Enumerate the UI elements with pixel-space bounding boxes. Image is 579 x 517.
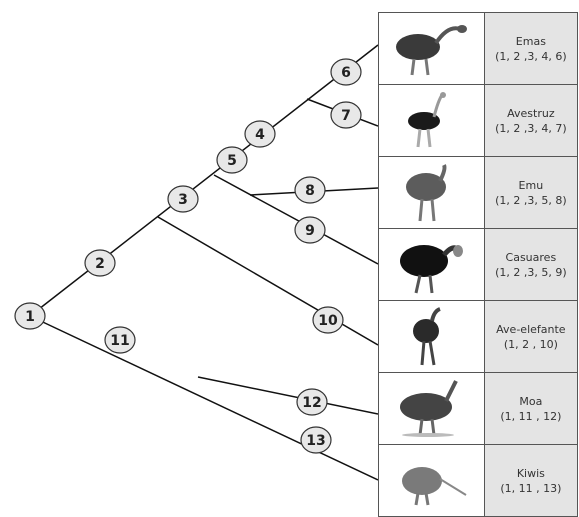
kiwi-icon: [378, 444, 485, 517]
node-circle: [330, 58, 362, 86]
tree-node-4: 4: [244, 120, 276, 148]
tree-node-8: 8: [294, 176, 326, 204]
taxon-label: Ave-elefante(1, 2 , 10): [483, 300, 579, 373]
taxon-characters: (1, 11 , 12): [500, 409, 562, 423]
taxon-row: Avestruz(1, 2 ,3, 4, 7): [378, 84, 579, 157]
taxon-label: Kiwis(1, 11 , 13): [483, 444, 579, 517]
node-label: 8: [305, 183, 315, 199]
moa-icon: [378, 372, 485, 445]
node-circle: [296, 388, 328, 416]
node-label: 7: [341, 108, 351, 124]
node-circle: [244, 120, 276, 148]
node-circle: [294, 176, 326, 204]
tree-node-9: 9: [294, 216, 326, 244]
node-label: 5: [227, 153, 237, 169]
tree-node-3: 3: [167, 185, 199, 213]
node-circle: [104, 326, 136, 354]
node-circle: [84, 249, 116, 277]
ostrich-icon: [378, 84, 485, 157]
node-label: 13: [306, 433, 325, 449]
taxon-label: Avestruz(1, 2 ,3, 4, 7): [483, 84, 579, 157]
tree-node-13: 13: [300, 426, 332, 454]
taxon-row: Moa(1, 11 , 12): [378, 372, 579, 445]
taxon-name: Kiwis: [516, 466, 545, 480]
tree-node-10: 10: [312, 306, 344, 334]
node-circle: [312, 306, 344, 334]
taxon-row: Casuares(1, 2 ,3, 5, 9): [378, 228, 579, 301]
node-circle: [300, 426, 332, 454]
node-label: 10: [318, 313, 338, 329]
node-circle: [14, 302, 46, 330]
taxon-row: Kiwis(1, 11 , 13): [378, 444, 579, 517]
node-circle: [167, 185, 199, 213]
node-circle: [294, 216, 326, 244]
node-label: 3: [178, 192, 188, 208]
taxon-characters: (1, 2 ,3, 4, 7): [495, 121, 567, 135]
node-label: 4: [255, 127, 265, 143]
taxon-name: Avestruz: [507, 106, 555, 120]
taxon-label: Emu(1, 2 ,3, 5, 8): [483, 156, 579, 229]
tree-node-7: 7: [330, 101, 362, 129]
taxon-label: Emas(1, 2 ,3, 4, 6): [483, 12, 579, 85]
node-label: 1: [25, 309, 35, 325]
tree-node-2: 2: [84, 249, 116, 277]
elephant-bird-icon: [378, 300, 485, 373]
tree-node-5: 5: [216, 146, 248, 174]
taxon-characters: (1, 2 ,3, 4, 6): [495, 49, 567, 63]
node-label: 2: [95, 256, 105, 272]
taxon-name: Casuares: [505, 250, 557, 264]
rhea-icon: [378, 12, 485, 85]
taxon-row: Ave-elefante(1, 2 , 10): [378, 300, 579, 373]
taxon-characters: (1, 2 , 10): [503, 337, 558, 351]
taxon-row: Emu(1, 2 ,3, 5, 8): [378, 156, 579, 229]
tree-node-12: 12: [296, 388, 328, 416]
tree-node-11: 11: [104, 326, 136, 354]
branch-lines: [29, 44, 378, 481]
tree-node-1: 1: [14, 302, 46, 330]
tree-node-6: 6: [330, 58, 362, 86]
node-label: 12: [302, 395, 321, 411]
taxon-characters: (1, 2 ,3, 5, 9): [495, 265, 567, 279]
node-circle: [330, 101, 362, 129]
node-label: 11: [110, 333, 129, 349]
taxon-label: Moa(1, 11 , 12): [483, 372, 579, 445]
node-label: 6: [341, 65, 351, 81]
taxon-characters: (1, 11 , 13): [500, 481, 562, 495]
emu-icon: [378, 156, 485, 229]
taxon-characters: (1, 2 ,3, 5, 8): [495, 193, 567, 207]
cassowary-icon: [378, 228, 485, 301]
taxon-name: Emu: [518, 178, 544, 192]
taxon-row: Emas(1, 2 ,3, 4, 6): [378, 12, 579, 85]
node-label: 9: [305, 223, 315, 239]
taxon-name: Emas: [515, 34, 546, 48]
taxon-label: Casuares(1, 2 ,3, 5, 9): [483, 228, 579, 301]
taxon-name: Moa: [519, 394, 543, 408]
taxa-table: Emas(1, 2 ,3, 4, 6)Avestruz(1, 2 ,3, 4, …: [378, 12, 579, 517]
taxon-name: Ave-elefante: [496, 322, 566, 336]
node-circle: [216, 146, 248, 174]
